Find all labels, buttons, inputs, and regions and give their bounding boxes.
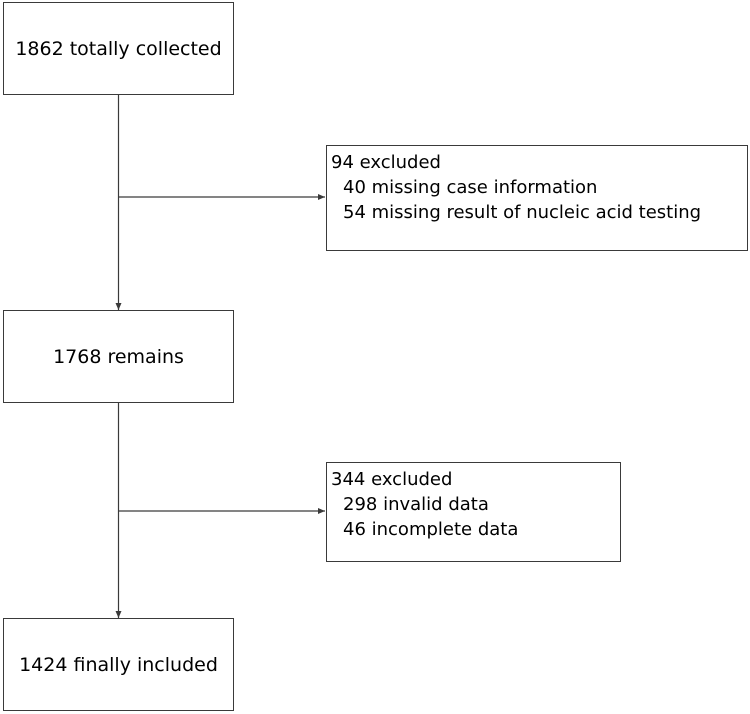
step2-box: 1768 remains (3, 310, 234, 403)
step1-label: 1862 totally collected (15, 37, 222, 60)
step2-label: 1768 remains (53, 345, 184, 368)
exclusion2-title: 344 excluded (331, 469, 453, 490)
step1-box: 1862 totally collected (3, 2, 234, 95)
step3-box: 1424 finally included (3, 618, 234, 711)
exclusion2-box: 344 excluded 298 invalid data 46 incompl… (326, 462, 621, 562)
step3-label: 1424 finally included (19, 653, 218, 676)
exclusion2-item: 298 invalid data (343, 494, 489, 515)
exclusion1-title: 94 excluded (331, 152, 441, 173)
exclusion1-item: 54 missing result of nucleic acid testin… (343, 202, 702, 223)
exclusion1-box: 94 excluded 40 missing case information … (326, 145, 748, 251)
exclusion2-item: 46 incomplete data (343, 519, 519, 540)
exclusion1-item: 40 missing case information (343, 177, 598, 198)
